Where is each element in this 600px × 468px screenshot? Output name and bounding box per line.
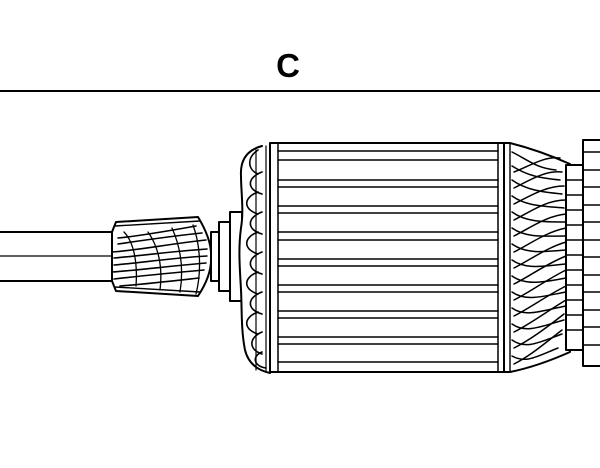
pinion-gear bbox=[112, 217, 211, 296]
right-winding-mesh bbox=[504, 143, 570, 372]
shaft bbox=[0, 232, 112, 281]
armature-core bbox=[270, 143, 504, 372]
left-winding-loops bbox=[239, 146, 270, 373]
dimension-label-c: C bbox=[276, 47, 300, 84]
bearing-collar bbox=[211, 212, 242, 301]
commutator bbox=[566, 140, 600, 366]
